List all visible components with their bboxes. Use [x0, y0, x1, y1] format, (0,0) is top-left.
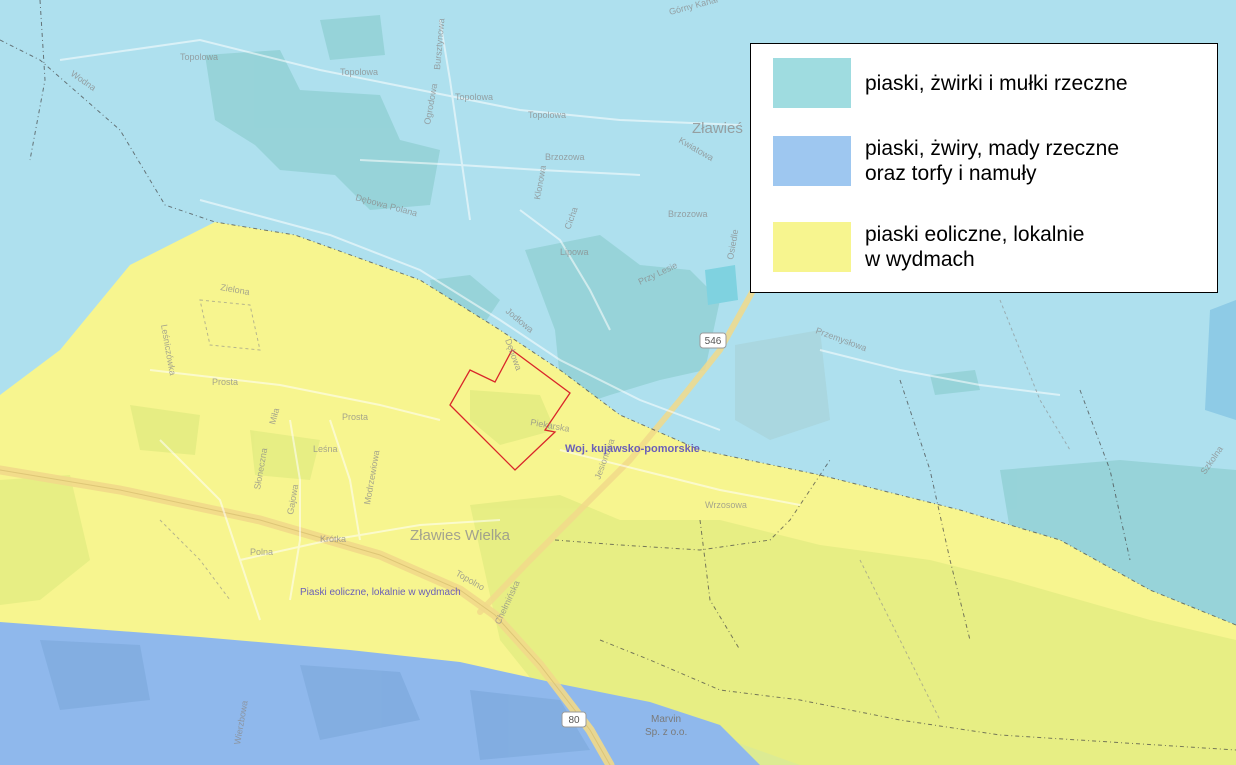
place-label-zlawies-wielka: Zławies Wielka [410, 527, 511, 544]
legend-item-river-sands: piaski, żwirki i mułki rzeczne [773, 58, 1128, 108]
legend-item-river-gravels: piaski, żwiry, mady rzeczne oraz torfy i… [773, 136, 1119, 186]
street-label-bursztynowa: Bursztynowa [432, 18, 446, 70]
road-shield-546: 546 [699, 332, 727, 349]
street-label-krotka: Krótka [320, 534, 346, 544]
street-label-topolowa-4: Topolowa [528, 110, 566, 120]
legend-swatch-river-sands [773, 58, 851, 108]
street-label-wrzosowa: Wrzosowa [705, 500, 747, 510]
map-legend: piaski, żwirki i mułki rzeczne piaski, ż… [750, 43, 1218, 293]
street-label-lipowa: Lipowa [560, 247, 589, 257]
company-label-line1: Marvin [651, 714, 681, 725]
water-right [1205, 300, 1236, 420]
legend-label-river-sands: piaski, żwirki i mułki rzeczne [865, 71, 1128, 95]
forest-patches-river [40, 640, 590, 760]
legend-item-eolian-sands: piaski eoliczne, lokalnie w wydmach [773, 222, 1084, 272]
street-label-topolowa-3: Topolowa [455, 92, 493, 102]
minor-streets [59, 19, 1061, 621]
street-label-topolowa-1: Topolowa [180, 52, 218, 62]
street-label-polna: Polna [250, 547, 273, 557]
parcel-outline[interactable] [449, 349, 571, 471]
footpaths [159, 299, 1071, 721]
street-label-prosta-1: Prosta [212, 377, 238, 387]
street-label-mila: Miła [267, 407, 281, 426]
road-shield-80: 80 [561, 711, 587, 728]
industrial-area [735, 330, 830, 440]
zone-label: Piaski eoliczne, lokalnie w wydmach [300, 587, 461, 598]
legend-label-river-gravels: piaski, żwiry, mady rzeczne oraz torfy i… [865, 137, 1120, 185]
road-shield-80-label: 80 [568, 715, 580, 726]
street-label-topolowa-2: Topolowa [340, 67, 378, 77]
forest-patches-south [0, 390, 1236, 765]
legend-swatch-river-gravels [773, 136, 851, 186]
region-label: Woj. kujawsko-pomorskie [565, 443, 700, 455]
street-label-brzozowa-2: Brzozowa [668, 209, 708, 219]
street-label-prosta-2: Prosta [342, 412, 368, 422]
water-pond [705, 265, 738, 305]
place-label-zlawies: Zławieś [692, 120, 743, 137]
legend-swatch-eolian-sands [773, 222, 851, 272]
road-shield-546-label: 546 [705, 336, 722, 347]
street-label-brzozowa-1: Brzozowa [545, 152, 585, 162]
street-label-lesna: Leśna [313, 444, 338, 454]
legend-label-eolian-sands: piaski eoliczne, lokalnie w wydmach [865, 223, 1085, 271]
company-label-line2: Sp. z o.o. [645, 727, 687, 738]
